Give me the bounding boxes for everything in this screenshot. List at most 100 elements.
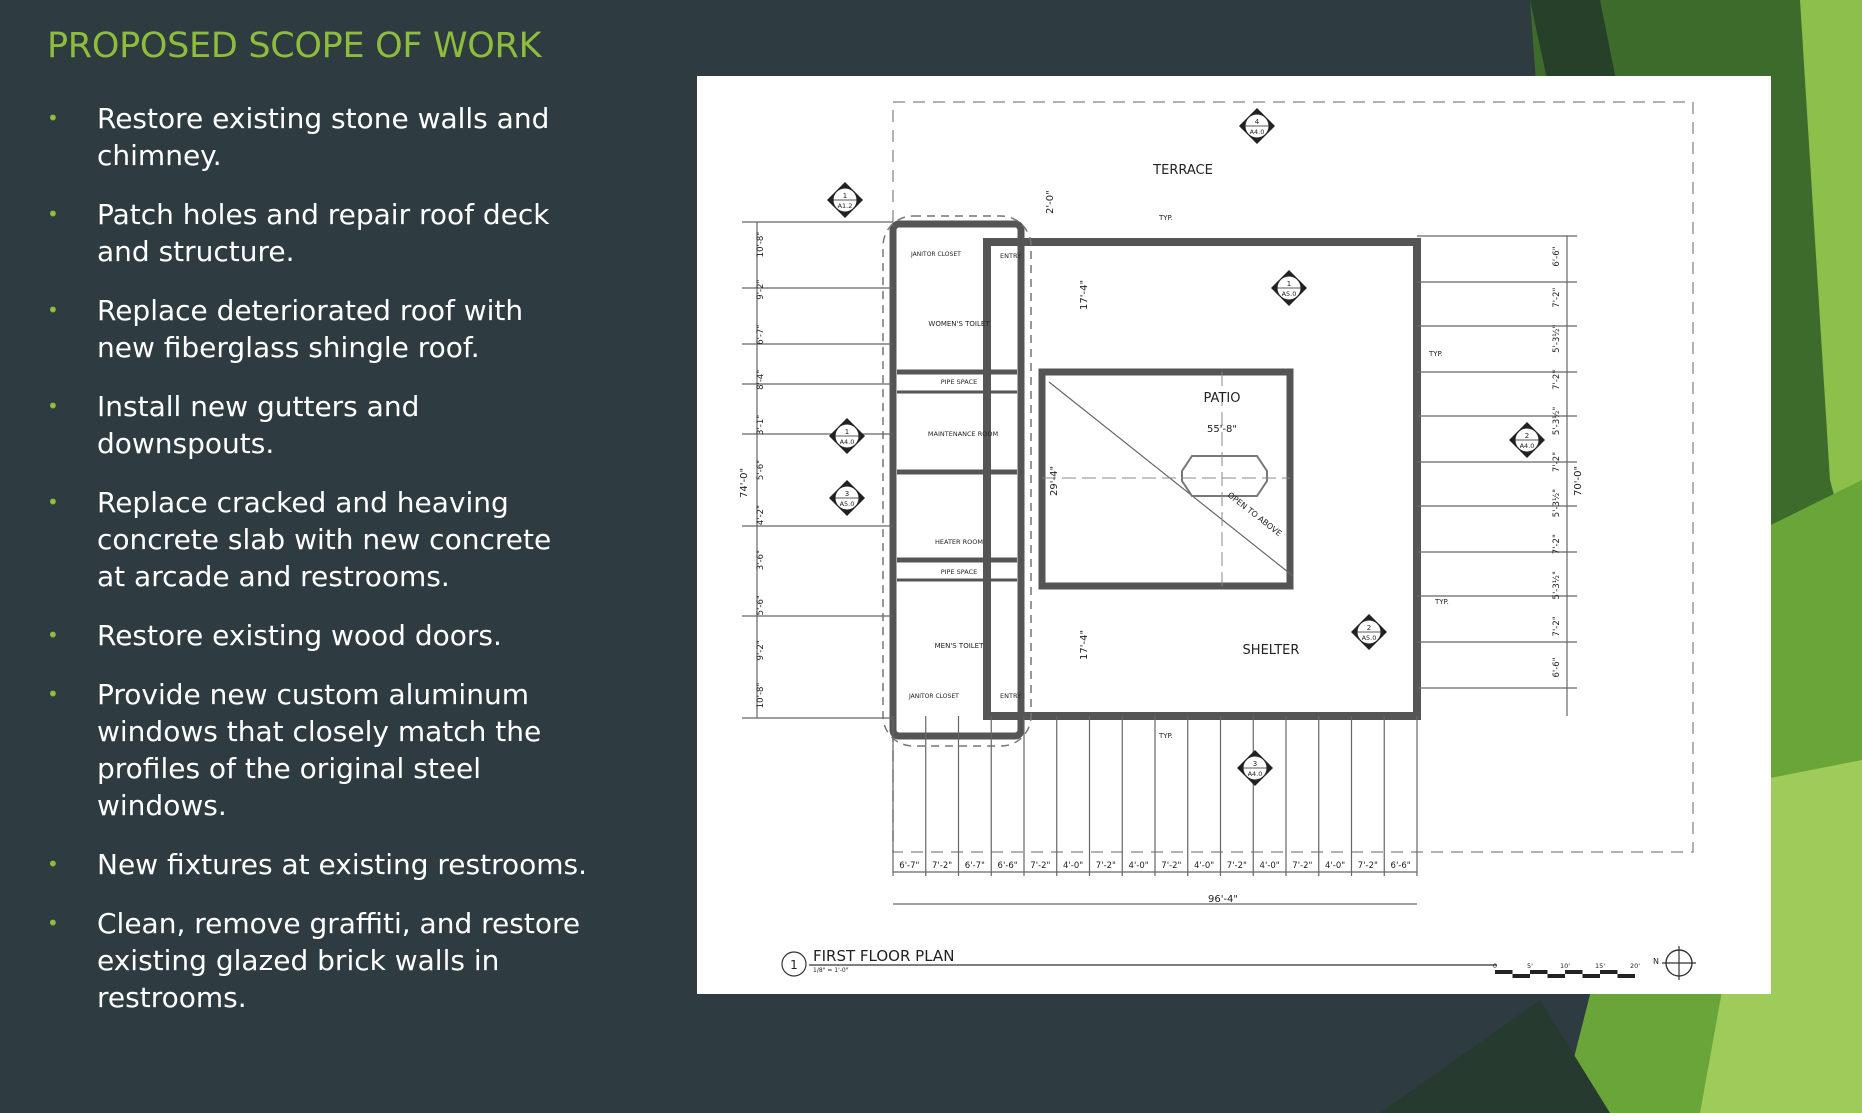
scope-item: • New fixtures at existing restrooms. xyxy=(47,846,587,883)
room-label-maintenance: MAINTENANCE ROOM xyxy=(928,430,998,438)
scale-tick-label: 20' xyxy=(1630,962,1640,970)
dimension-label: 4'-0" xyxy=(1194,861,1214,871)
roof-outline xyxy=(882,215,1032,747)
typ-note: TYP. xyxy=(1434,598,1449,606)
dimension-label: 7'-2" xyxy=(1358,861,1378,871)
dimension-label: 7'-2" xyxy=(1552,616,1562,636)
dimension-label: 4'-2" xyxy=(756,505,766,525)
scope-item-text: Restore existing stone walls and chimney… xyxy=(97,102,550,172)
room-label-shelter: SHELTER xyxy=(1243,643,1300,658)
slide-title: PROPOSED SCOPE OF WORK xyxy=(47,26,542,66)
dimension-label: 5'-3½" xyxy=(1552,489,1562,517)
dimension-label: 6'-6" xyxy=(1552,657,1562,677)
bullet-icon: • xyxy=(47,490,59,514)
section-mark-number: 3 xyxy=(1253,760,1257,768)
dimension-label: 5'-3½" xyxy=(1552,407,1562,435)
section-mark-icon: 2A4.0 xyxy=(1509,422,1545,458)
dimension-label: 7'-2" xyxy=(1552,534,1562,554)
room-label-womens-toilet: WOMEN'S TOILET xyxy=(928,320,990,328)
room-label-janitor-closet: JANITOR CLOSET xyxy=(910,251,961,258)
dimension-label: 7'-2" xyxy=(1030,861,1050,871)
bullet-icon: • xyxy=(47,106,59,130)
scope-list: • Restore existing stone walls and chimne… xyxy=(47,100,587,1038)
scale-tick-label: 5' xyxy=(1527,962,1533,970)
dimension-label: 8'-4" xyxy=(756,370,766,390)
dimension-label: 6'-6" xyxy=(1391,861,1411,871)
section-mark-icon: 3A5.0 xyxy=(829,480,865,516)
drawing-title: FIRST FLOOR PLAN xyxy=(813,947,954,965)
north-label: N xyxy=(1653,957,1659,966)
main-wall xyxy=(983,238,1421,720)
scope-item-text: New fixtures at existing restrooms. xyxy=(97,848,588,881)
scale-tick-label: 15' xyxy=(1595,962,1605,970)
section-mark-icon: 2A5.0 xyxy=(1351,614,1387,650)
dimension-label: 5'-3½" xyxy=(1552,571,1562,599)
section-mark-icon: 4A4.0 xyxy=(1239,108,1275,144)
dimension-label: 5'-6" xyxy=(756,595,766,615)
total-length-dim: 96'-4" xyxy=(1208,894,1238,905)
scope-item-text: Restore existing wood doors. xyxy=(97,619,502,652)
scope-item-text: Provide new custom aluminum windows that… xyxy=(97,678,542,822)
section-mark-ref: A4.0 xyxy=(840,438,855,446)
scope-item: • Patch holes and repair roof deck and st… xyxy=(47,196,587,270)
dimension-label: 7'-2" xyxy=(1161,861,1181,871)
dimension-label: 7'-2" xyxy=(932,861,952,871)
section-mark-ref: A4.0 xyxy=(1250,128,1265,136)
dimension-label: 5'-6" xyxy=(756,460,766,480)
patio-width-dim: 55'-8" xyxy=(1207,424,1237,435)
dimension-label: 6'-7" xyxy=(756,325,766,345)
room-label-terrace: TERRACE xyxy=(1152,163,1213,178)
section-mark-number: 2 xyxy=(1525,432,1529,440)
scope-item: •Clean, remove graffiti, and restore exi… xyxy=(47,905,587,1016)
section-mark-number: 2 xyxy=(1367,624,1371,632)
dimension-label: 4'-0" xyxy=(1260,861,1280,871)
room-label-pipe-space: PIPE SPACE xyxy=(941,378,978,386)
drawing-scale: 1/8" = 1'-0" xyxy=(813,967,849,974)
section-mark-number: 1 xyxy=(843,192,847,200)
restroom-block xyxy=(889,220,1025,740)
floor-plan-image: TERRACE PATIO 55'-8" OPEN TO ABOVE SHELT… xyxy=(697,76,1771,994)
bullet-icon: • xyxy=(47,298,59,322)
section-mark-icon: 1A5.0 xyxy=(1271,270,1307,306)
scale-bar: 0 5' 10' 15' 20' xyxy=(1493,962,1640,978)
scope-item-text: Replace cracked and heaving concrete sla… xyxy=(97,486,552,593)
dimension-label: 9'-2" xyxy=(756,640,766,660)
section-mark-ref: A4.0 xyxy=(1248,770,1263,778)
dimension-label: 6'-7" xyxy=(899,861,919,871)
dimension-label: 6'-6" xyxy=(1552,246,1562,266)
section-mark-ref: A4.0 xyxy=(1520,442,1535,450)
section-mark-ref: A5.0 xyxy=(1282,290,1297,298)
section-mark-ref: A5.0 xyxy=(1362,634,1377,642)
dimension-label: 17'-4" xyxy=(1079,630,1090,660)
typ-note: TYP. xyxy=(1428,350,1443,358)
scope-item: • Restore existing stone walls and chimne… xyxy=(47,100,587,174)
dimension-label: 4'-0" xyxy=(1063,861,1083,871)
right-dimension-string: 6'-6" 7'-2" 5'-3½" 7'-2" 5'-3½" 7'-2" 5'-3½" 7'… xyxy=(1552,246,1562,677)
section-mark-number: 1 xyxy=(845,428,849,436)
bullet-icon: • xyxy=(47,202,59,226)
patio-wall xyxy=(1038,368,1294,590)
dimension-label: 7'-2" xyxy=(1552,287,1562,307)
dimension-label: 10'-8" xyxy=(756,232,766,258)
grid-lines xyxy=(742,221,1577,719)
dimension-label: 4'-0" xyxy=(1325,861,1345,871)
bullet-icon: • xyxy=(47,852,59,876)
open-to-above-note: OPEN TO ABOVE xyxy=(1226,490,1284,538)
left-dimension-string: 10'-8"9'-2"6'-7"8'-4"3'-1"5'-6"4'-2"3'-6… xyxy=(756,232,766,709)
section-mark-number: 1 xyxy=(1287,280,1291,288)
dimension-label: 9'-2" xyxy=(756,279,766,299)
bullet-icon: • xyxy=(47,623,59,647)
scope-item: •Replace deteriorated roof with new fibe… xyxy=(47,292,587,366)
dimension-label: 2'-0" xyxy=(1045,190,1056,214)
section-mark-icon: 1A4.0 xyxy=(829,418,865,454)
dimension-label: 6'-6" xyxy=(998,861,1018,871)
typ-note: TYP. xyxy=(1158,732,1173,740)
dimension-label: 7'-2" xyxy=(1552,370,1562,390)
section-mark-icon: 1A1.2 xyxy=(827,182,863,218)
scope-item: • Restore existing wood doors. xyxy=(47,617,587,654)
scope-item-text: Clean, remove graffiti, and restore exis… xyxy=(97,907,581,1014)
scale-tick-label: 0 xyxy=(1493,962,1497,970)
scale-tick-label: 10' xyxy=(1560,962,1570,970)
scope-item-text: Patch holes and repair roof deck and str… xyxy=(97,198,550,268)
